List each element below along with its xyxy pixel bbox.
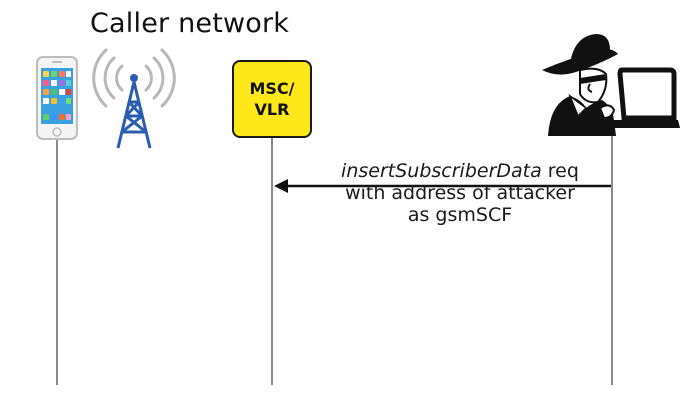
message-name: insertSubscriberData — [341, 160, 542, 182]
msc-label: MSC/ — [249, 79, 295, 98]
message-suffix: req — [541, 160, 579, 182]
lifeline-attacker — [611, 136, 613, 385]
smartphone-icon — [36, 56, 78, 140]
lifeline-phone — [56, 140, 58, 385]
message-arrow — [274, 179, 611, 193]
message-line-2: with address of attacker — [345, 182, 575, 204]
vlr-label: VLR — [254, 100, 290, 119]
message-line-1: insertSubscriberData req — [280, 160, 640, 182]
lifeline-msc — [271, 138, 273, 385]
msc-vlr-node: MSC/ VLR — [232, 60, 312, 138]
message-line-3: as gsmSCF — [407, 204, 513, 226]
spy-attacker-laptop-icon — [542, 34, 680, 136]
message-label: insertSubscriberData req with address of… — [280, 160, 640, 226]
cell-tower-icon — [92, 48, 176, 149]
diagram-title: Caller network — [90, 8, 290, 39]
